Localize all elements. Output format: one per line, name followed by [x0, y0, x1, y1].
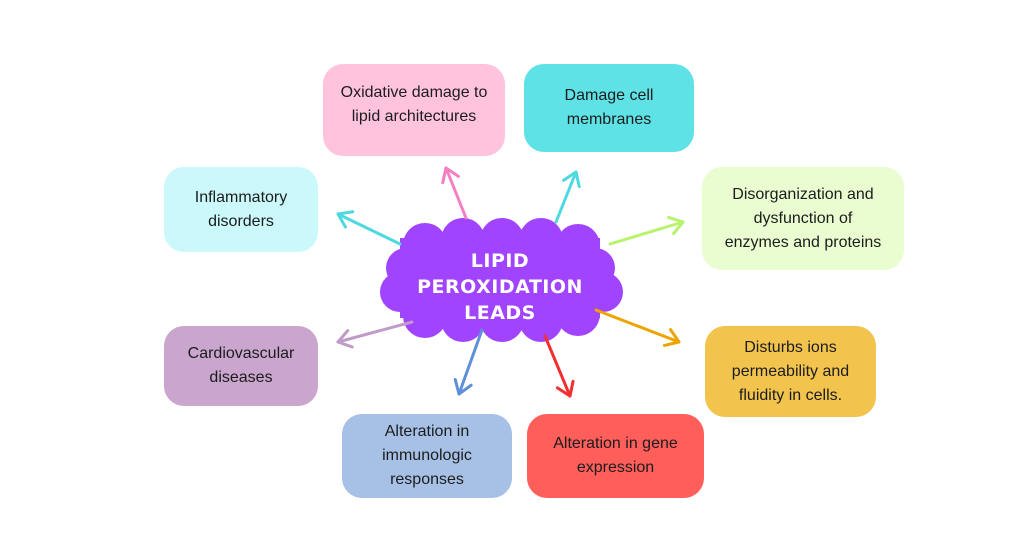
arrowhead-icon — [453, 377, 473, 396]
node-label: Alteration in gene expression — [553, 435, 678, 476]
node-gene-expression: Alteration in gene expression — [527, 414, 704, 498]
node-inflammatory-disorders: Inflammatory disorders — [164, 167, 318, 252]
center-cloud — [380, 218, 623, 342]
node-label: Damage cell membranes — [564, 87, 654, 128]
node-ions-permeability: Disturbs ions permeability and fluidity … — [705, 326, 876, 417]
node-label: Oxidative damage to lipid architectures — [340, 84, 488, 125]
cloud-bump — [480, 298, 524, 342]
arrow-cell-membranes — [554, 170, 581, 224]
cloud-bump — [441, 298, 485, 342]
arrow-immunologic — [453, 328, 484, 396]
cloud-bump — [441, 218, 485, 262]
cloud-bump — [519, 218, 563, 262]
arrow-enzymes — [608, 215, 685, 246]
node-immunologic-responses: Alteration in immunologic responses — [342, 414, 512, 498]
node-enzymes-proteins: Disorganization and dysfunction of enzym… — [702, 167, 904, 270]
arrowhead-icon — [667, 215, 685, 236]
arrowhead-icon — [555, 379, 575, 398]
arrow-gene — [543, 334, 575, 398]
node-label: Alteration in immunologic responses — [382, 423, 472, 488]
arrowhead-icon — [562, 170, 581, 189]
cloud-bump — [556, 292, 600, 336]
center-label: LIPID PEROXIDATION LEADS — [417, 250, 583, 324]
node-label: Disorganization and dysfunction of enzym… — [724, 185, 882, 251]
node-cardiovascular-diseases: Cardiovascular diseases — [164, 326, 318, 406]
node-oxidative-damage: Oxidative damage to lipid architectures — [323, 64, 505, 156]
cloud-bump — [480, 218, 524, 262]
arrow-cardiovascular — [336, 320, 414, 349]
cloud-bump — [403, 294, 447, 338]
node-damage-cell-membranes: Damage cell membranes — [524, 64, 694, 152]
node-label: Inflammatory disorders — [194, 188, 288, 230]
node-label: Disturbs ions permeability and fluidity … — [731, 338, 850, 404]
cloud-bump — [519, 298, 563, 342]
arrow-ions — [594, 308, 681, 347]
node-label: Cardiovascular diseases — [187, 345, 295, 386]
arrow-inflammatory — [336, 210, 402, 246]
arrowhead-icon — [441, 166, 460, 185]
arrowhead-icon — [662, 328, 681, 347]
arrow-oxidative — [441, 166, 468, 220]
arrowhead-icon — [336, 329, 354, 349]
arrowhead-icon — [336, 210, 355, 229]
